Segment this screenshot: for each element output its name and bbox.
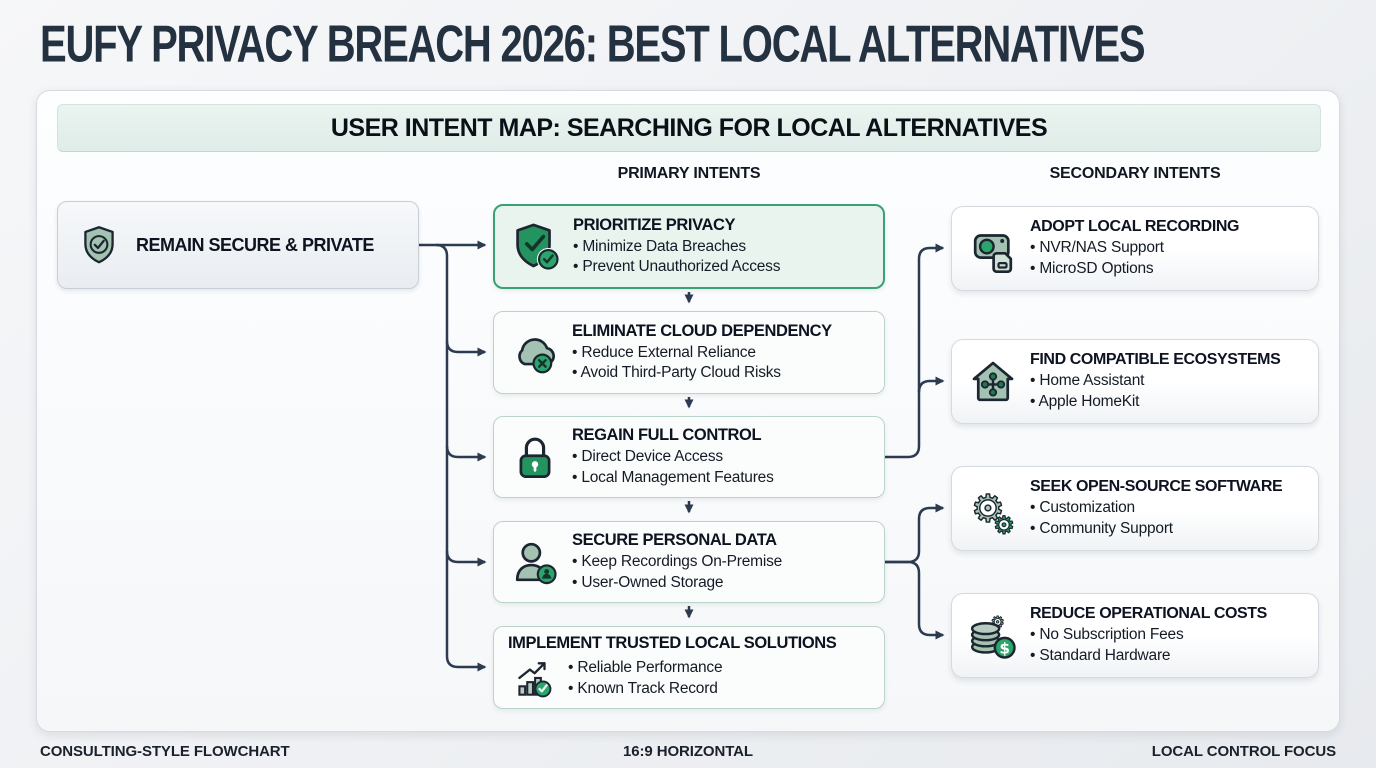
- primary-intent-prioritize-privacy[interactable]: PRIORITIZE PRIVACY Minimize Data Breache…: [493, 204, 885, 289]
- secondary-intent-adopt-local-recording[interactable]: ADOPT LOCAL RECORDING NVR/NAS Support Mi…: [951, 206, 1319, 291]
- intent-bullet: Home Assistant: [1030, 371, 1280, 391]
- primary-intent-secure-personal-data[interactable]: SECURE PERSONAL DATA Keep Recordings On-…: [493, 521, 885, 603]
- intent-bullet: No Subscription Fees: [1030, 625, 1267, 645]
- shield-check-icon: [76, 222, 122, 268]
- intent-title: SEEK OPEN-SOURCE SOFTWARE: [1030, 478, 1283, 496]
- intent-title: ELIMINATE CLOUD DEPENDENCY: [572, 321, 832, 340]
- secondary-intent-find-compatible-ecosystems[interactable]: FIND COMPATIBLE ECOSYSTEMS Home Assistan…: [951, 339, 1319, 424]
- lock-icon: [508, 430, 562, 484]
- intent-bullet: Direct Device Access: [572, 447, 774, 467]
- user-badge-icon: [508, 535, 562, 589]
- root-node-remain-secure[interactable]: REMAIN SECURE & PRIVATE: [57, 201, 419, 289]
- gears-icon: ⚙ ⚙: [966, 482, 1020, 535]
- intent-map-card: USER INTENT MAP: SEARCHING FOR LOCAL ALT…: [36, 90, 1340, 732]
- cloud-x-icon: [508, 326, 562, 380]
- column-header-secondary: SECONDARY INTENTS: [1049, 165, 1221, 182]
- intent-title: SECURE PERSONAL DATA: [572, 531, 777, 550]
- intent-title: REGAIN FULL CONTROL: [572, 426, 762, 445]
- footer-left-label: CONSULTING-STYLE FLOWCHART: [40, 743, 290, 760]
- map-header-band: USER INTENT MAP: SEARCHING FOR LOCAL ALT…: [57, 104, 1321, 152]
- footer-center-label: 16:9 HORIZONTAL: [623, 743, 753, 760]
- intent-bullet: Apple HomeKit: [1030, 392, 1280, 412]
- svg-text:⚙: ⚙: [993, 510, 1015, 535]
- shield-check-badge-icon: [509, 220, 563, 274]
- root-node-label: REMAIN SECURE & PRIVATE: [136, 234, 374, 255]
- footer-right-label: LOCAL CONTROL FOCUS: [1151, 743, 1336, 760]
- intent-bullet: Standard Hardware: [1030, 646, 1267, 666]
- coins-dollar-icon: ⚙ $: [966, 609, 1020, 663]
- intent-bullet: NVR/NAS Support: [1030, 238, 1239, 258]
- intent-title: REDUCE OPERATIONAL COSTS: [1030, 605, 1267, 623]
- camera-sd-icon: [966, 222, 1020, 276]
- intent-title: PRIORITIZE PRIVACY: [573, 215, 736, 234]
- secondary-intent-seek-open-source-software[interactable]: ⚙ ⚙ SEEK OPEN-SOURCE SOFTWARE Customizat…: [951, 466, 1319, 551]
- intent-bullet: Keep Recordings On-Premise: [572, 552, 782, 572]
- svg-text:$: $: [999, 639, 1010, 657]
- intent-bullet: Reduce External Reliance: [572, 343, 832, 363]
- page-title: EUFY PRIVACY BREACH 2026: BEST LOCAL ALT…: [40, 16, 1146, 74]
- intent-title: ADOPT LOCAL RECORDING: [1030, 218, 1240, 236]
- primary-intent-regain-full-control[interactable]: REGAIN FULL CONTROL Direct Device Access…: [493, 416, 885, 498]
- intent-bullet: Known Track Record: [568, 679, 722, 699]
- intent-bullet: Customization: [1030, 498, 1282, 518]
- intent-bullet: Community Support: [1030, 519, 1282, 539]
- map-header-title: USER INTENT MAP: SEARCHING FOR LOCAL ALT…: [330, 113, 1048, 142]
- intent-bullet: Local Management Features: [572, 468, 774, 488]
- intent-bullet: Prevent Unauthorized Access: [573, 257, 780, 277]
- primary-intent-implement-trusted-local-solutions[interactable]: IMPLEMENT TRUSTED LOCAL SOLUTIONS Reliab…: [493, 626, 885, 709]
- primary-intent-eliminate-cloud-dependency[interactable]: ELIMINATE CLOUD DEPENDENCY Reduce Extern…: [493, 311, 885, 394]
- intent-title: FIND COMPATIBLE ECOSYSTEMS: [1030, 351, 1281, 369]
- intent-bullet: User-Owned Storage: [572, 573, 782, 593]
- intent-bullet: Reliable Performance: [568, 658, 722, 678]
- intent-bullet: MicroSD Options: [1030, 259, 1239, 279]
- svg-text:⚙: ⚙: [971, 486, 1005, 530]
- intent-bullet: Minimize Data Breaches: [573, 237, 780, 257]
- connector-arrows: [419, 240, 945, 672]
- secondary-intent-reduce-operational-costs[interactable]: ⚙ $ REDUCE OPERATIONAL COSTS No Subscrip…: [951, 593, 1319, 678]
- column-header-primary: PRIMARY INTENTS: [617, 165, 761, 182]
- chart-check-icon: [510, 656, 556, 702]
- intent-bullet: Avoid Third-Party Cloud Risks: [572, 363, 832, 383]
- smart-home-icon: [966, 355, 1020, 409]
- intent-title: IMPLEMENT TRUSTED LOCAL SOLUTIONS: [508, 633, 837, 652]
